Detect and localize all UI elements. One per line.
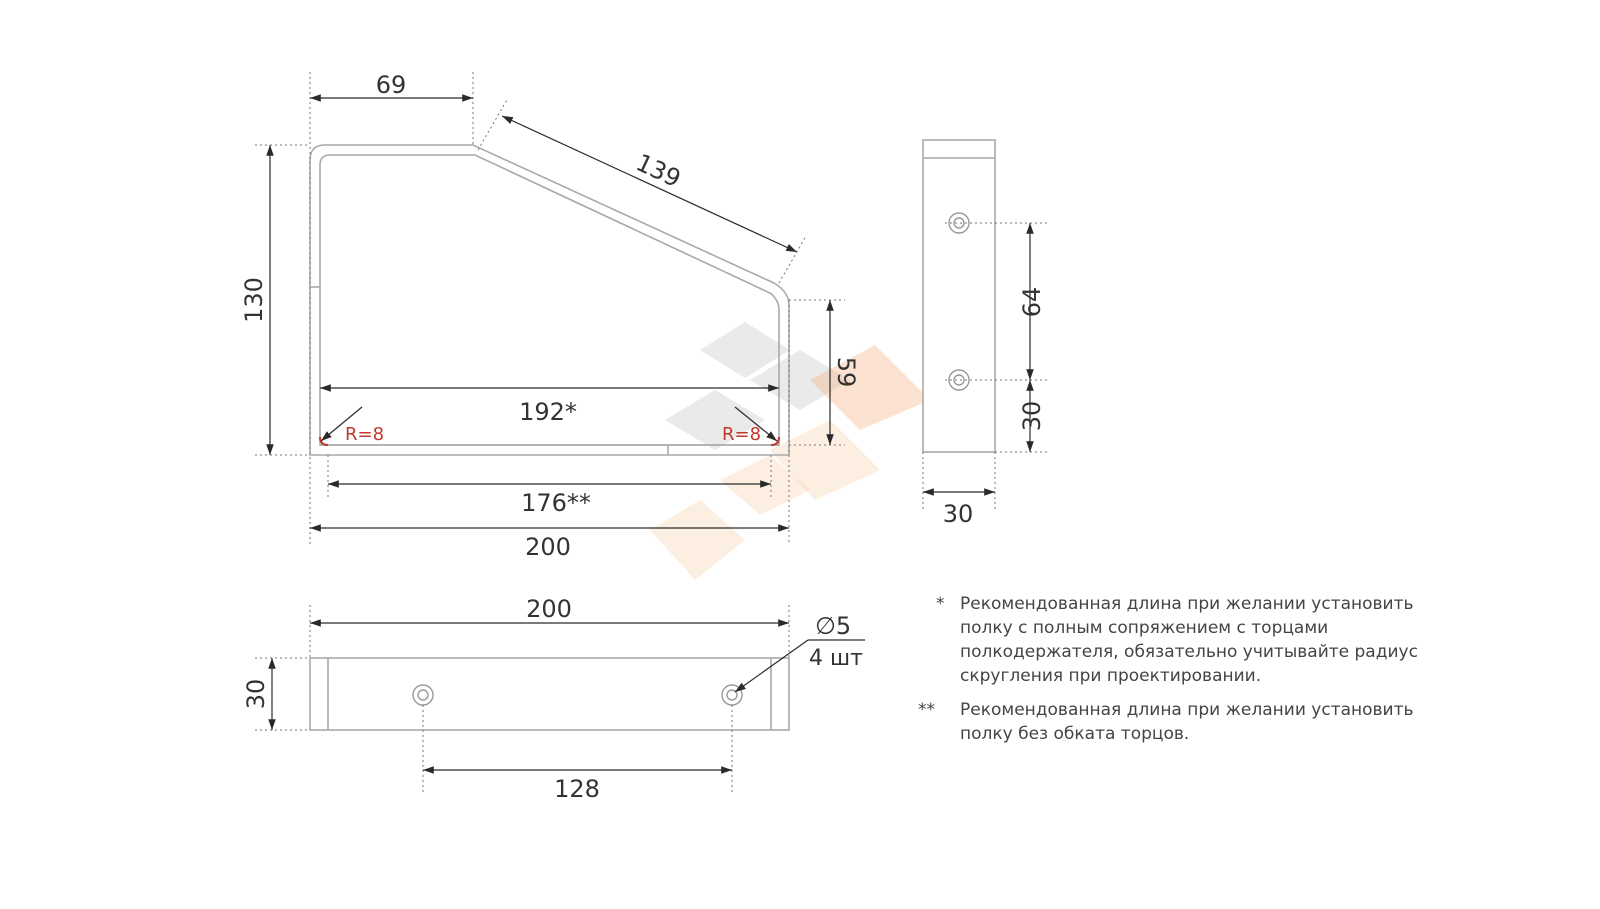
radius-label-right: R=8 xyxy=(722,424,761,445)
side-view: R=8 R=8 69 139 130 59 192* 176** 200 xyxy=(240,71,860,561)
radius-arc-right xyxy=(770,436,780,446)
watermark-logo xyxy=(650,322,930,580)
dim-label-128: 128 xyxy=(554,775,600,803)
note-text: Рекомендованная длина при желании устано… xyxy=(960,594,1418,686)
dim-label-69: 69 xyxy=(376,71,407,99)
end-profile xyxy=(922,139,996,453)
note-text: Рекомендованная длина при желании устано… xyxy=(960,700,1414,744)
note-mark: ** xyxy=(918,700,935,720)
end-view: 64 30 30 xyxy=(922,139,1050,528)
dim-label-200-bottom: 200 xyxy=(526,595,572,623)
note-mark: * xyxy=(936,594,945,614)
note-double-star: ** Рекомендованная длина при желании уст… xyxy=(918,698,1460,746)
end-hole-top xyxy=(948,212,970,234)
radius-label-left: R=8 xyxy=(345,424,384,445)
dim-label-139: 139 xyxy=(632,148,685,193)
dim-line-139 xyxy=(501,115,798,253)
dim-label-200-side: 200 xyxy=(525,533,571,561)
dim-label-176: 176** xyxy=(521,489,591,517)
dim-label-30-end-h: 30 xyxy=(943,500,974,528)
dim-label-30-bottom: 30 xyxy=(242,679,270,710)
hole-leader xyxy=(734,639,809,693)
dim-label-59: 59 xyxy=(832,357,860,388)
dim-label-192: 192* xyxy=(519,398,577,426)
notes-block: * Рекомендованная длина при желании уста… xyxy=(918,592,1460,756)
end-hole-bottom xyxy=(948,369,970,391)
hole-count-label: 4 шт xyxy=(809,646,863,671)
hole-diameter-label: ∅5 xyxy=(815,612,851,640)
note-single-star: * Рекомендованная длина при желании уста… xyxy=(936,592,1460,688)
bottom-profile xyxy=(309,657,790,731)
dim-label-30-end-v: 30 xyxy=(1018,401,1046,432)
dim-label-130: 130 xyxy=(240,277,268,323)
bottom-view: 200 30 128 ∅5 4 шт xyxy=(242,595,865,803)
radius-arc-left xyxy=(319,436,329,446)
dim-label-64: 64 xyxy=(1018,287,1046,318)
